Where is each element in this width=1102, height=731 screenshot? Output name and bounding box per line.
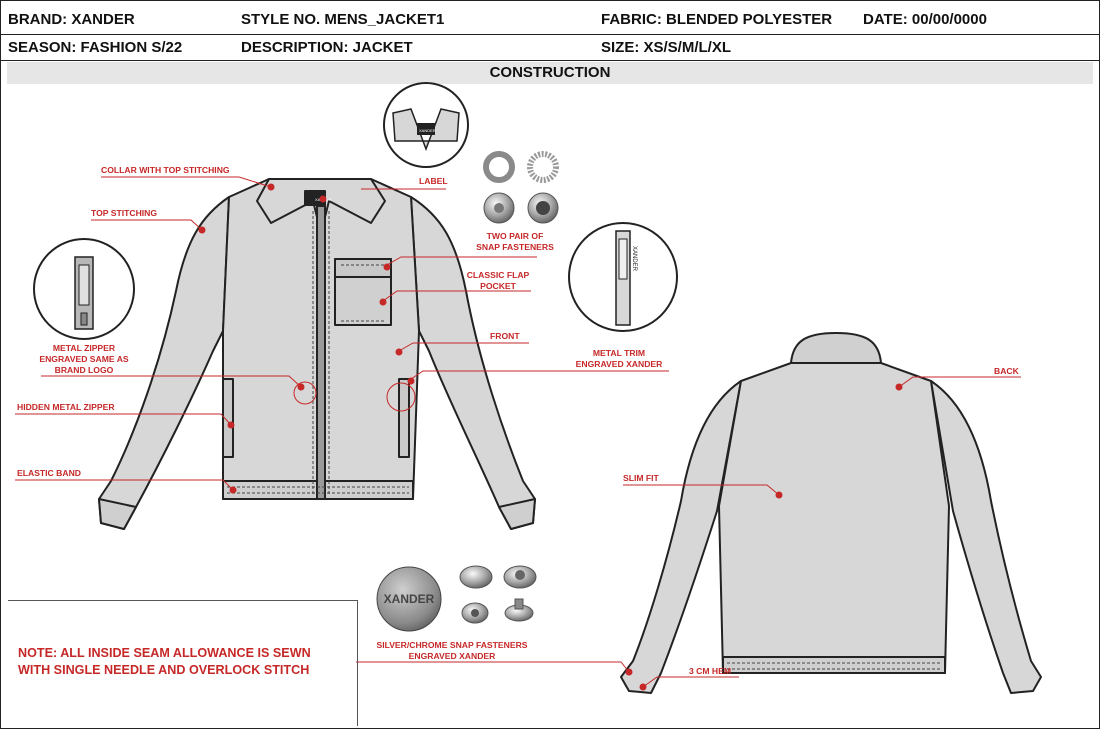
back-left-sleeve bbox=[620, 380, 742, 694]
label-detail-circle bbox=[383, 82, 469, 168]
front-zipper-callout-ring bbox=[293, 381, 317, 405]
brand-field: BRAND: XANDER bbox=[8, 11, 135, 28]
callout-elastic-band: ELASTIC BAND bbox=[17, 468, 81, 478]
callout-metal-zipper-line2: ENGRAVED SAME AS bbox=[39, 354, 129, 364]
label-detail-tag-text: XANDER bbox=[419, 128, 436, 133]
front-stitching bbox=[227, 211, 409, 495]
front-right-sleeve bbox=[410, 196, 536, 530]
description-field: DESCRIPTION: JACKET bbox=[241, 39, 413, 56]
front-left-cuff bbox=[98, 498, 137, 530]
chrome-snap-fasteners bbox=[376, 565, 537, 632]
callout-back: BACK bbox=[994, 366, 1020, 376]
callout-hem: 3 CM HEM bbox=[689, 666, 731, 676]
note-line-2: WITH SINGLE NEEDLE AND OVERLOCK STITCH bbox=[18, 663, 310, 677]
callout-snap-pair-line1: TWO PAIR OF bbox=[487, 231, 544, 241]
button-logo-text: XANDER bbox=[384, 592, 435, 606]
header-row-1: BRAND: XANDER STYLE NO. MENS_JACKET1 FAB… bbox=[1, 7, 1099, 35]
callout-hidden-zipper: HIDDEN METAL ZIPPER bbox=[17, 402, 115, 412]
size-field: SIZE: XS/S/M/L/XL bbox=[601, 39, 732, 56]
note-line-1: NOTE: ALL INSIDE SEAM ALLOWANCE IS SEWN bbox=[18, 646, 311, 660]
front-right-cuff bbox=[498, 498, 536, 530]
snap-fasteners-pair bbox=[483, 151, 559, 224]
metal-trim-detail-circle bbox=[568, 222, 678, 332]
zipper-detail-circle bbox=[33, 238, 135, 340]
callout-chrome-snap-line1: SILVER/CHROME SNAP FASTENERS bbox=[376, 640, 527, 650]
fabric-field: FABRIC: BLENDED POLYESTER bbox=[601, 11, 833, 28]
back-collar bbox=[790, 332, 882, 364]
front-pocket-flap bbox=[334, 258, 392, 278]
callout-chrome-snap-line2: ENGRAVED XANDER bbox=[409, 651, 497, 661]
callout-collar: COLLAR WITH TOP STITCHING bbox=[101, 165, 230, 175]
callout-slim-fit: SLIM FIT bbox=[623, 473, 660, 483]
callout-snap-pair-line2: SNAP FASTENERS bbox=[476, 242, 554, 252]
callout-metal-trim-line1: METAL TRIM bbox=[593, 348, 645, 358]
back-hem-band bbox=[722, 656, 946, 674]
callout-flap-pocket-line1: CLASSIC FLAP bbox=[467, 270, 530, 280]
callout-label: LABEL bbox=[419, 176, 448, 186]
back-right-sleeve bbox=[930, 380, 1042, 694]
front-right-zip-pocket bbox=[398, 378, 410, 458]
back-stitching bbox=[727, 662, 941, 670]
callout-leader-lines bbox=[15, 176, 1021, 688]
style-no-field: STYLE NO. MENS_JACKET1 bbox=[241, 11, 445, 28]
header-row-2: SEASON: FASHION S/22 DESCRIPTION: JACKET… bbox=[1, 35, 1099, 61]
front-jacket-illustration bbox=[98, 178, 536, 530]
date-field: DATE: 00/00/0000 bbox=[863, 11, 987, 28]
back-body bbox=[718, 362, 950, 674]
note-box: NOTE: ALL INSIDE SEAM ALLOWANCE IS SEWN … bbox=[8, 600, 358, 726]
callout-dots bbox=[198, 183, 903, 691]
callout-metal-zipper-line3: BRAND LOGO bbox=[55, 365, 114, 375]
front-trim-callout-ring bbox=[386, 382, 416, 412]
season-field: SEASON: FASHION S/22 bbox=[8, 39, 183, 56]
front-left-zip-pocket bbox=[222, 378, 234, 458]
metal-trim-text: XANDER bbox=[631, 246, 637, 272]
callout-flap-pocket-line2: POCKET bbox=[480, 281, 517, 291]
back-jacket-illustration bbox=[620, 332, 1042, 694]
callout-metal-zipper-line1: METAL ZIPPER bbox=[53, 343, 116, 353]
front-left-sleeve bbox=[98, 196, 230, 530]
callout-top-stitching: TOP STITCHING bbox=[91, 208, 157, 218]
front-zipper bbox=[316, 205, 326, 500]
construction-title: CONSTRUCTION bbox=[7, 62, 1093, 84]
callout-metal-trim-line2: ENGRAVED XANDER bbox=[576, 359, 664, 369]
callout-front: FRONT bbox=[490, 331, 520, 341]
note-text: NOTE: ALL INSIDE SEAM ALLOWANCE IS SEWN … bbox=[18, 645, 353, 679]
